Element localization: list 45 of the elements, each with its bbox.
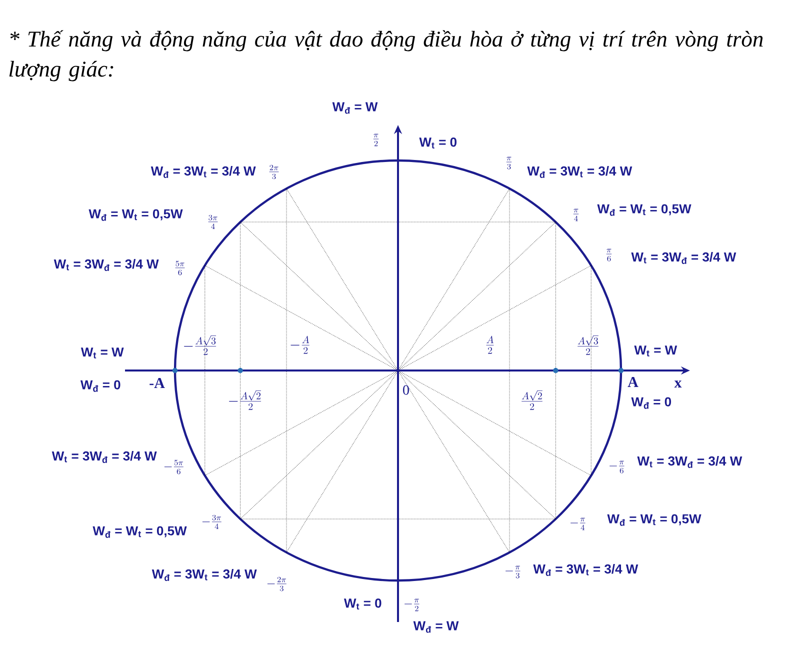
angle-label: $-\frac{\pi}{2}$ [404, 598, 420, 612]
angle-label: $\frac{\pi}{6}$ [606, 248, 612, 262]
axis-label: x [674, 380, 682, 388]
position-label: $-\frac{A\sqrt{3}}{2}$ [184, 336, 216, 355]
energy-label: W$_{đ}$ = W [332, 102, 378, 114]
angle-label: $\frac{5\pi}{6}$ [175, 260, 185, 276]
position-label: $\frac{A\sqrt{3}}{2}$ [578, 336, 598, 355]
position-label: $-\frac{A}{2}$ [290, 336, 310, 354]
energy-label: W$_{t}$ = 3W$_{đ}$ = 3/4 W [54, 259, 159, 271]
energy-label: W$_{t}$ = 3W$_{đ}$ = 3/4 W [631, 252, 736, 264]
energy-label: W$_{t}$ = 3W$_{đ}$ = 3/4 W [637, 456, 742, 468]
title: * Thế năng và động năng của vật dao động điều hòa ở từng vị trí trên vòng tròn lượng giác: [9, 30, 763, 82]
energy-label: W$_{t}$ = 0 [419, 138, 456, 148]
energy-label: W$_{đ}$ = 3W$_{t}$ = 3/4 W [150, 166, 256, 178]
energy-label: W$_{đ}$ = 3W$_{t}$ = 3/4 W [533, 564, 638, 576]
angle-label: $-\frac{2\pi}{3}$ [267, 576, 286, 592]
energy-label: W$_{đ}$ = W [413, 621, 459, 633]
angle-label: $-\frac{\pi}{3}$ [506, 566, 520, 578]
energy-label: W$_{đ}$ = W$_{t}$ = 0,5W [607, 514, 702, 526]
angle-label: $-\frac{5\pi}{6}$ [164, 460, 184, 474]
position-label: $-\frac{A\sqrt{2}}{2}$ [228, 390, 262, 410]
energy-label: W$_{đ}$ = W$_{t}$ = 0,5W [88, 209, 183, 221]
energy-label: W$_{đ}$ = 0 [80, 380, 120, 392]
angle-label: $\frac{\pi}{4}$ [573, 208, 579, 222]
angle-label: $-\frac{\pi}{6}$ [610, 460, 624, 474]
energy-label: W$_{đ}$ = 3W$_{t}$ = 3/4 W [527, 166, 632, 178]
angle-label: $\frac{\pi}{3}$ [506, 156, 512, 170]
energy-label: W$_{t}$ = W [634, 346, 678, 356]
position-label: $\frac{A\sqrt{2}}{2}$ [522, 390, 542, 410]
energy-label: W$_{t}$ = 3W$_{đ}$ = 3/4 W [52, 451, 157, 463]
energy-label: W$_{t}$ = W [80, 348, 124, 358]
angle-label: $\frac{\pi}{2}$ [373, 134, 379, 146]
energy-label: W$_{đ}$ = 0 [631, 397, 672, 409]
energy-label: W$_{đ}$ = W$_{t}$ = 0,5W [92, 526, 187, 538]
angle-label: $-\frac{3\pi}{4}$ [202, 514, 222, 530]
origin-label: 0 [403, 385, 409, 395]
angle-label: $-\frac{\pi}{4}$ [570, 518, 586, 530]
position-label: -A [150, 378, 165, 388]
angle-label: $\frac{3\pi}{4}$ [208, 214, 218, 230]
energy-label: W$_{t}$ = 0 [344, 598, 382, 610]
angle-label: $\frac{2\pi}{3}$ [269, 164, 279, 180]
position-label: $\frac{A}{2}$ [486, 336, 494, 354]
energy-label: W$_{đ}$ = W$_{t}$ = 0,5W [597, 204, 692, 216]
position-label: A [628, 377, 638, 387]
energy-label: W$_{đ}$ = 3W$_{t}$ = 3/4 W [152, 569, 257, 581]
